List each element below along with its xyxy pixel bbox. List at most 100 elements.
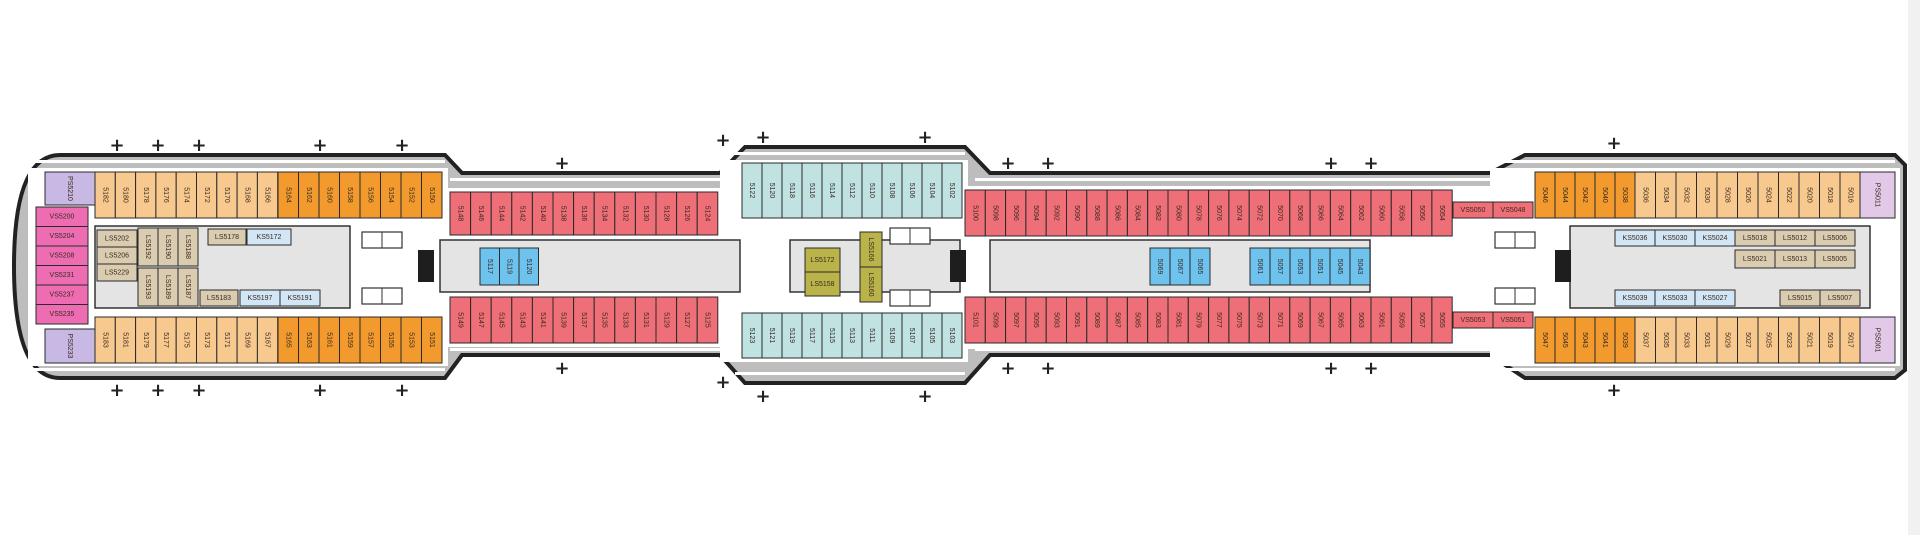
cabin-label: 5141	[539, 312, 546, 328]
cabin-ks5172[interactable]	[246, 228, 292, 246]
cabin-label: 5016	[1846, 187, 1853, 203]
cabin-label: 5080	[1174, 205, 1181, 221]
cabin-label: 5057	[1418, 312, 1425, 328]
cabin-5102[interactable]	[941, 162, 963, 219]
cabin-5150[interactable]	[421, 171, 443, 219]
cabin-label: VS5235	[50, 311, 75, 318]
cabin-label: 5038	[1621, 187, 1628, 203]
cabin-label: 5054	[1438, 205, 1445, 221]
cabin-ls5006[interactable]	[1814, 229, 1856, 247]
cabin-ls5160[interactable]	[859, 266, 883, 303]
cabin-label: 5138	[559, 206, 566, 222]
cabin-ls5187[interactable]	[177, 267, 199, 307]
cabin-label: 5150	[428, 187, 435, 203]
cabin-vs5051[interactable]	[1492, 311, 1534, 329]
cabin-label: 5111	[868, 328, 875, 343]
cabin-label: 5118	[788, 183, 795, 198]
lifeboat-marker: +	[1040, 358, 1055, 379]
cabin-label: 5060	[1377, 205, 1384, 221]
cabin-vs5048[interactable]	[1492, 201, 1534, 219]
cabin-ls5229[interactable]	[96, 263, 138, 282]
cabin-label: VS5050	[1461, 207, 1486, 214]
cabin-ps5011[interactable]	[1859, 171, 1896, 219]
cabin-label: 5036	[1641, 187, 1648, 203]
cabin-ls5158[interactable]	[804, 271, 841, 297]
cabin-label: 5063	[1357, 312, 1364, 328]
cabin-label: 5139	[559, 312, 566, 328]
cabin-ls5005[interactable]	[1814, 249, 1856, 269]
cabin-label: KS5191	[288, 295, 313, 302]
cabin-label: 5077	[1215, 312, 1222, 328]
lifeboat-marker: +	[191, 135, 206, 156]
lifeboat-marker: +	[1323, 153, 1338, 174]
stairs-icon	[1555, 250, 1571, 282]
cabin-label: 5032	[1682, 187, 1689, 203]
cabin-label: 5042	[1581, 187, 1588, 203]
cabin-label: 5065	[1337, 312, 1344, 328]
deck-stripe	[450, 348, 720, 351]
cabin-label: 5065	[1196, 259, 1203, 275]
lifeboat-marker: +	[394, 380, 409, 401]
cabin-ls5178[interactable]	[207, 228, 247, 246]
cabin-ps5233[interactable]	[44, 328, 96, 364]
cabin-label: 5059	[1398, 312, 1405, 328]
cabin-5043[interactable]	[1349, 247, 1371, 286]
cabin-ls5188[interactable]	[177, 227, 199, 267]
cabin-5120[interactable]	[518, 247, 539, 286]
lifeboat-marker: +	[917, 127, 932, 148]
cabin-label: 5169	[243, 332, 250, 348]
cabin-ls5007[interactable]	[1819, 289, 1861, 307]
cabin-ls5183[interactable]	[199, 289, 239, 307]
cabin-label: LS5160	[867, 272, 874, 296]
lifeboat-marker: +	[1040, 153, 1055, 174]
cabin-ps5210[interactable]	[44, 171, 96, 206]
cabin-label: 5062	[1357, 205, 1364, 221]
cabin-label: 5159	[346, 332, 353, 348]
cabin-label: 5176	[162, 187, 169, 203]
cabin-label: LS5178	[215, 234, 239, 241]
cabin-label: 5034	[1662, 187, 1669, 203]
lifeboat-marker: +	[917, 386, 932, 407]
cabin-label: KS5033	[1663, 295, 1688, 302]
cabin-label: 5098	[992, 205, 999, 221]
cabin-label: 5104	[928, 183, 935, 199]
cabin-label: 5123	[748, 328, 755, 344]
cabin-5151[interactable]	[421, 316, 443, 364]
cabin-5065[interactable]	[1189, 247, 1211, 286]
cabin-label: 5035	[1662, 332, 1669, 348]
cabin-5055[interactable]	[1431, 296, 1453, 344]
scrollbar[interactable]	[1908, 0, 1920, 535]
cabin-5103[interactable]	[941, 312, 963, 359]
cabin-label: 5117	[486, 259, 493, 274]
cabin-vs5235[interactable]	[35, 304, 89, 325]
lifeboat-marker: +	[1000, 153, 1015, 174]
cabin-label: 5031	[1703, 332, 1710, 348]
lifeboat-marker: +	[312, 380, 327, 401]
cabin-label: 5127	[683, 312, 690, 328]
cabin-label: 5170	[223, 187, 230, 203]
cabin-ks5027[interactable]	[1694, 289, 1736, 307]
cabin-label: LS5166	[867, 237, 874, 261]
stairs-icon	[418, 250, 434, 282]
cabin-label: 5053	[1296, 259, 1303, 275]
lifeboat-marker: +	[150, 135, 165, 156]
cabin-label: 5045	[1336, 259, 1343, 275]
cabin-label: LS5192	[144, 235, 151, 259]
cabin-label: 5074	[1235, 205, 1242, 221]
lifeboat-marker: +	[191, 380, 206, 401]
cabin-label: 5175	[183, 332, 190, 348]
stairs-icon	[950, 250, 966, 282]
cabin-ps5001[interactable]	[1859, 316, 1896, 364]
cabin-5124[interactable]	[696, 191, 719, 236]
cabin-label: VS5053	[1461, 317, 1486, 324]
cabin-label: 5168	[243, 187, 250, 203]
cabin-label: 5129	[662, 312, 669, 328]
deck-stripe	[735, 372, 965, 375]
lifeboat-marker: +	[755, 127, 770, 148]
cabin-label: LS5021	[1743, 256, 1767, 263]
cabin-label: 5181	[122, 332, 129, 348]
cabin-5125[interactable]	[696, 296, 719, 344]
cabin-ks5191[interactable]	[279, 289, 321, 307]
cabin-5054[interactable]	[1431, 189, 1453, 237]
